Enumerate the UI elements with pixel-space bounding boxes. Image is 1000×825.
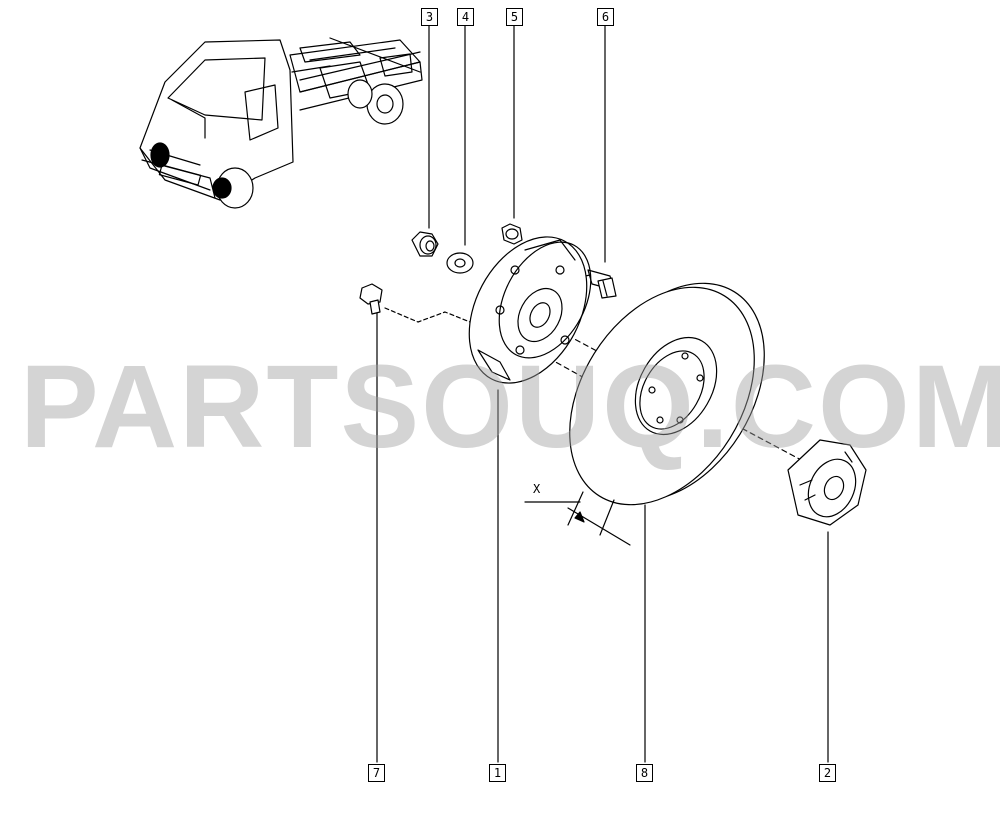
part-1-hub: [468, 236, 592, 384]
part-6-stud: [587, 269, 617, 299]
callout-5[interactable]: 5: [506, 8, 523, 26]
dimension-x: [524, 491, 631, 546]
part-8-brake-disc: [569, 282, 765, 506]
part-2-hub-cap: [787, 439, 867, 526]
van-illustration: [139, 37, 423, 209]
callout-8[interactable]: 8: [636, 764, 653, 782]
callout-4[interactable]: 4: [457, 8, 474, 26]
part-5-bush: [501, 223, 523, 245]
part-4-washer: [446, 252, 474, 274]
assembly-axis-bolt: [384, 307, 471, 323]
callout-3[interactable]: 3: [421, 8, 438, 26]
callout-6[interactable]: 6: [597, 8, 614, 26]
callout-7[interactable]: 7: [368, 764, 385, 782]
callout-1[interactable]: 1: [489, 764, 506, 782]
callout-2[interactable]: 2: [819, 764, 836, 782]
dimension-x-label: X: [533, 482, 541, 496]
part-3-nut: [411, 231, 439, 257]
part-7-bolt: [359, 283, 383, 315]
